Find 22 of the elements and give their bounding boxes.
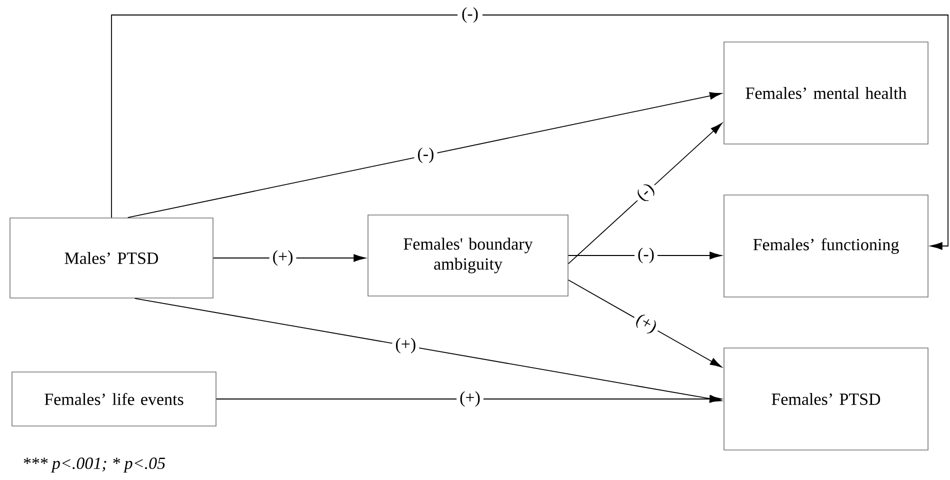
arrow: [568, 252, 722, 260]
edge-label: (+): [629, 308, 663, 340]
edge-label: (+): [456, 388, 484, 410]
note: *** p<.001; * p<.05: [24, 458, 166, 472]
edge-label: (-): [458, 3, 482, 27]
edge-label: (-): [414, 144, 438, 166]
edge-label: (-): [634, 244, 658, 266]
process-box: Females’ life events: [12, 372, 216, 426]
arrow: [568, 122, 722, 264]
process-box: Females’ PTSD: [724, 348, 928, 450]
process-box: Females’ functioning: [724, 194, 928, 298]
edge-label: (+): [269, 247, 296, 269]
edge-label: (-): [630, 177, 662, 208]
edge-label: (+): [392, 334, 420, 356]
arrow: [134, 298, 722, 402]
arrow: [568, 280, 722, 368]
arrow: [216, 395, 722, 403]
process-box: Females’ mental health: [724, 42, 928, 144]
process-box: Females' boundary ambiguity: [368, 214, 568, 296]
arrow: [127, 92, 722, 218]
arrow: [111, 14, 948, 250]
process-box: Males’ PTSD: [10, 218, 214, 298]
